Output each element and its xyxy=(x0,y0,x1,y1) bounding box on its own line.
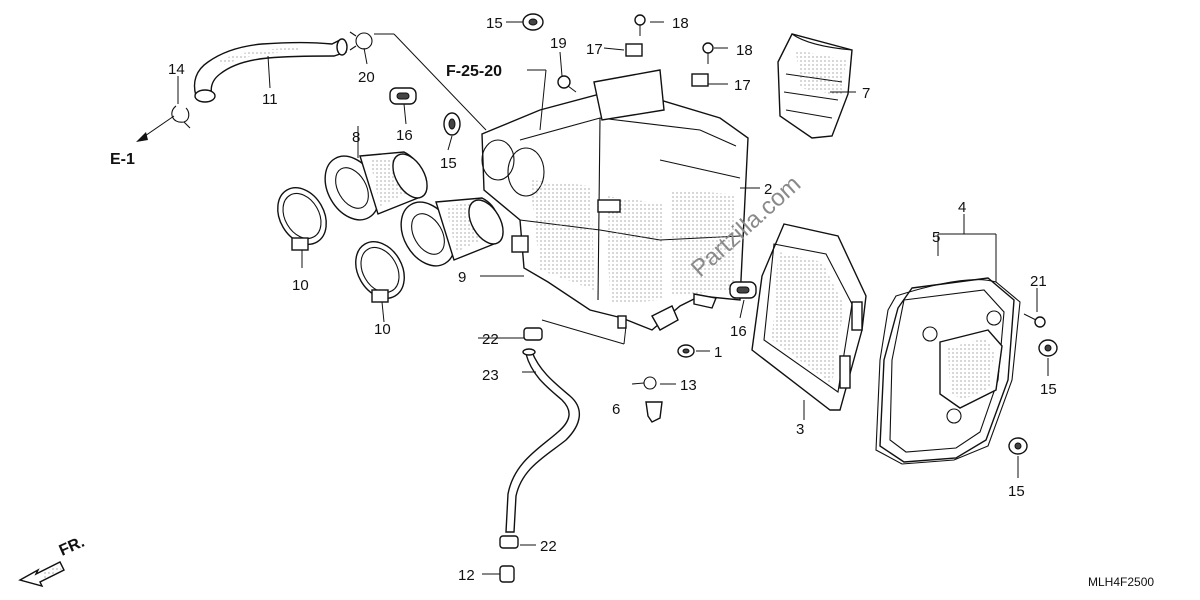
part-3-filter-element xyxy=(751,223,867,411)
ref-e1-label: E-1 xyxy=(110,151,135,168)
part-17-clip-top xyxy=(625,43,643,57)
part-8-funnel-left xyxy=(324,151,428,221)
callout-5: 5 xyxy=(932,229,940,246)
part-23-drain-tube xyxy=(505,348,580,533)
callout-17-right: 17 xyxy=(734,77,751,94)
callout-1: 1 xyxy=(714,344,722,361)
callout-21: 21 xyxy=(1030,273,1047,290)
part-6-drain-plug xyxy=(645,401,663,423)
callout-3: 3 xyxy=(796,421,804,438)
part-20-clamp xyxy=(349,31,373,51)
part-16-rubber-left xyxy=(389,87,417,105)
front-label: FR. xyxy=(57,534,87,560)
callout-7: 7 xyxy=(862,85,870,102)
callout-8: 8 xyxy=(352,129,360,146)
front-direction-arrow xyxy=(18,561,65,588)
part-9-air-cleaner-housing xyxy=(481,69,749,331)
callout-9: 9 xyxy=(458,269,466,286)
callout-15-lower: 15 xyxy=(1008,483,1025,500)
callout-18-top: 18 xyxy=(672,15,689,32)
part-21-screw xyxy=(1023,313,1046,328)
part-15-grommet-top xyxy=(522,13,544,31)
callout-18-right: 18 xyxy=(736,42,753,59)
part-13-clamp xyxy=(631,376,657,390)
part-16-rubber-right xyxy=(729,281,757,299)
part-18-screw-top xyxy=(634,14,646,36)
part-15-grommet-mid xyxy=(443,112,461,136)
callout-10-left: 10 xyxy=(292,277,309,294)
part-14-clamp xyxy=(171,105,191,129)
callout-16-left: 16 xyxy=(396,127,413,144)
part-12-plug xyxy=(499,565,515,583)
part-11-tube xyxy=(193,38,348,103)
callout-23: 23 xyxy=(482,367,499,384)
part-7-intake-duct xyxy=(777,33,853,139)
part-8-funnel-right xyxy=(400,197,504,267)
callout-10-right: 10 xyxy=(374,321,391,338)
leader-lines xyxy=(177,21,1049,575)
callout-13: 13 xyxy=(680,377,697,394)
part-10-clamp-left xyxy=(277,187,327,251)
callout-15-right: 15 xyxy=(1040,381,1057,398)
callout-22-bottom: 22 xyxy=(540,538,557,555)
ref-f2520-label: F-25-20 xyxy=(446,63,502,80)
callout-17-top: 17 xyxy=(586,41,603,58)
part-18-screw-right xyxy=(702,42,714,64)
callout-15-mid: 15 xyxy=(440,155,457,172)
e1-reference-arrow xyxy=(136,115,175,142)
part-10-clamp-right xyxy=(355,241,405,303)
part-19-bolt xyxy=(557,75,577,93)
part-5-cover-seal xyxy=(875,279,1021,465)
callout-20: 20 xyxy=(358,69,375,86)
callout-12: 12 xyxy=(458,567,475,584)
callout-4: 4 xyxy=(958,199,966,216)
callout-6: 6 xyxy=(612,401,620,418)
part-15-grommet-lower xyxy=(1008,437,1028,455)
callout-14: 14 xyxy=(168,61,185,78)
callout-19: 19 xyxy=(550,35,567,52)
part-22-clamp-top xyxy=(523,327,543,341)
diagram-code: MLH4F2500 xyxy=(1088,575,1154,589)
part-4-air-cleaner-cover xyxy=(879,277,1015,463)
callout-15-top: 15 xyxy=(486,15,503,32)
callout-2: 2 xyxy=(764,181,772,198)
callout-16-right: 16 xyxy=(730,323,747,340)
part-1-grommet xyxy=(677,344,695,358)
part-15-grommet-right xyxy=(1038,339,1058,357)
callout-11: 11 xyxy=(262,91,278,108)
part-22-clamp-bottom xyxy=(499,535,519,549)
part-17-clip-right xyxy=(691,73,709,87)
callout-22-top: 22 xyxy=(482,331,499,348)
